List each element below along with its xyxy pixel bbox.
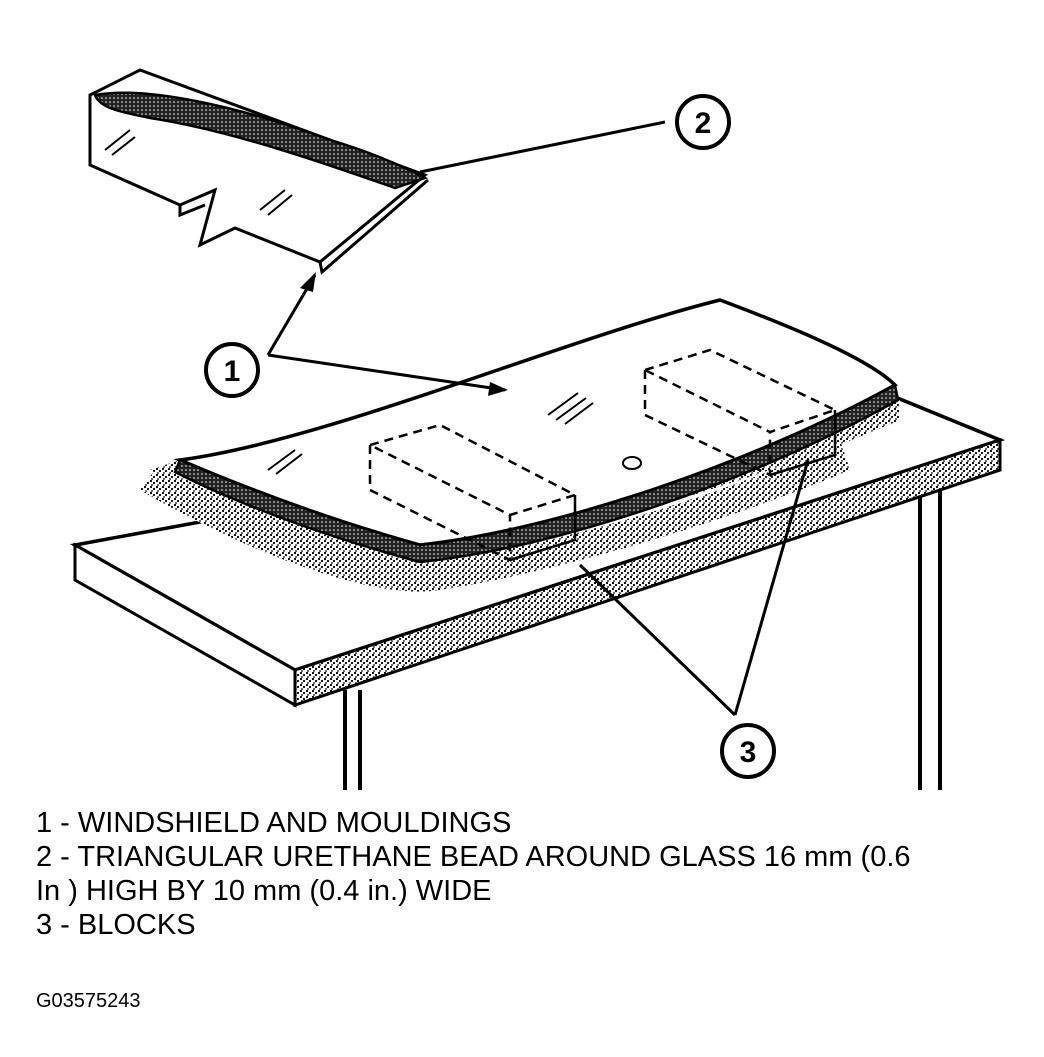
callout-2: 2: [675, 94, 731, 150]
callout-3-label: 3: [740, 736, 757, 769]
legend-item-1: 1 - WINDSHIELD AND MOULDINGS: [36, 807, 512, 839]
legend: 1 - WINDSHIELD AND MOULDINGS 2 - TRIANGU…: [36, 806, 1026, 942]
callout-2-label: 2: [695, 107, 712, 140]
windshield: [140, 298, 900, 592]
block-left: [366, 423, 579, 563]
legend-item-3: 3 - BLOCKS: [36, 909, 196, 941]
windshield-diagram: 2 1 3: [69, 68, 1006, 790]
figure-id: G03575243: [36, 990, 141, 1012]
arrowheads: [300, 272, 508, 396]
callout-3: 3: [720, 723, 776, 779]
legend-item-2: 2 - TRIANGULAR URETHANE BEAD AROUND GLAS…: [36, 841, 911, 873]
callout-1: 1: [204, 342, 260, 398]
callout-1-label: 1: [224, 355, 241, 388]
leader-lines: [266, 120, 810, 717]
block-right: [641, 348, 839, 477]
legend-item-2-continued: In ) HIGH BY 10 mm (0.4 in.) WIDE: [36, 875, 492, 907]
urethane-bead-detail: [93, 91, 429, 190]
